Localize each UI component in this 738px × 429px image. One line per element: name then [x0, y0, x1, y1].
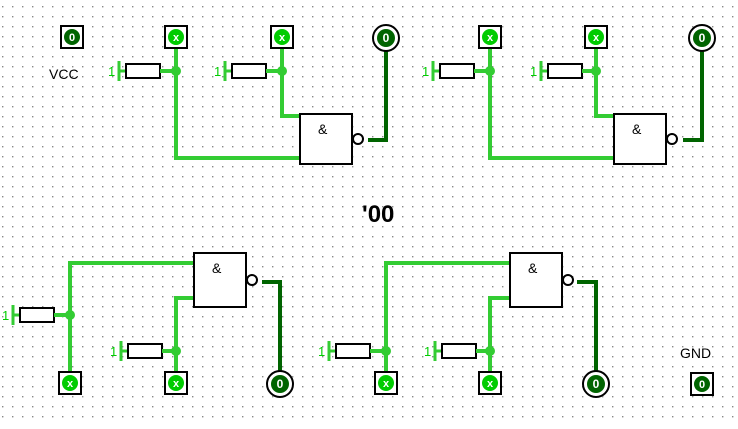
pull-resistor[interactable]: 1: [110, 341, 176, 361]
pull-value: 1: [214, 64, 221, 79]
gnd-pin-value: 0: [699, 379, 705, 391]
output-wire: [577, 280, 598, 384]
vcc-label: VCC: [49, 66, 79, 82]
pull-resistor-icon: [335, 343, 371, 359]
input-pin-icon: [168, 29, 184, 45]
input-wire: [174, 38, 300, 160]
input-pin-value: x: [279, 32, 286, 44]
input-pin[interactable]: x: [164, 371, 188, 395]
components[interactable]: 1 1 & x x 0 0 1 1 & x x 0 1 1 & x x 0 1 1 & x x 0 0: [2, 24, 716, 398]
input-pin-icon: [168, 375, 184, 391]
input-pin-value: x: [173, 32, 180, 44]
pull-value: 1: [422, 64, 429, 79]
input-pin[interactable]: x: [58, 371, 82, 395]
nand-gate[interactable]: &: [193, 252, 258, 308]
input-pin-icon: [588, 29, 604, 45]
output-pin[interactable]: 0: [372, 24, 400, 52]
output-pin-value: 0: [699, 31, 706, 45]
input-pin[interactable]: x: [478, 371, 502, 395]
input-wire: [488, 38, 614, 160]
pull-resistor[interactable]: 1: [424, 341, 490, 361]
output-wire: [683, 38, 704, 142]
input-pin[interactable]: x: [478, 25, 502, 49]
gnd-indicator-icon: [694, 376, 710, 392]
input-pin-value: x: [67, 378, 74, 390]
input-pin-value: x: [173, 378, 180, 390]
output-led-icon: [587, 375, 605, 393]
output-led-icon: [271, 375, 289, 393]
gate-symbol: &: [212, 260, 222, 276]
pull-value: 1: [530, 64, 537, 79]
pull-resistor[interactable]: 1: [108, 61, 176, 81]
input-wire: [68, 261, 196, 384]
input-wire: [384, 261, 512, 384]
inverter-bubble: [562, 274, 574, 286]
gate-symbol: &: [632, 121, 642, 137]
nand-gate[interactable]: &: [613, 113, 678, 165]
chip-title: '00: [362, 201, 394, 228]
nand-gate-icon: [299, 113, 353, 165]
input-pin[interactable]: x: [584, 25, 608, 49]
pull-value: 1: [110, 344, 117, 359]
input-pin-icon: [482, 29, 498, 45]
pull-value: 1: [108, 64, 115, 79]
output-pin[interactable]: 0: [688, 24, 716, 52]
input-pin-icon: [482, 375, 498, 391]
input-pin-value: x: [487, 378, 494, 390]
input-pin-icon: [274, 29, 290, 45]
nand-gate-icon: [509, 252, 563, 308]
vcc-pin[interactable]: 0: [60, 25, 84, 49]
input-pin-icon: [378, 375, 394, 391]
inverter-bubble: [352, 133, 364, 145]
nand-gate[interactable]: &: [509, 252, 574, 308]
pull-resistor-icon: [547, 63, 583, 79]
pull-resistor[interactable]: 1: [422, 61, 490, 81]
inverter-bubble: [666, 133, 678, 145]
pull-value: 1: [2, 308, 9, 323]
pull-resistor-icon: [19, 307, 55, 323]
pull-resistor[interactable]: 1: [318, 341, 386, 361]
nand-gate-icon: [193, 252, 247, 308]
input-pin-icon: [62, 375, 78, 391]
output-pin-value: 0: [277, 377, 284, 391]
pull-resistor-icon: [125, 63, 161, 79]
pull-resistor[interactable]: 1: [2, 305, 70, 325]
output-pin[interactable]: 0: [266, 370, 294, 398]
inverter-bubble: [246, 274, 258, 286]
output-led-icon: [693, 29, 711, 47]
pull-resistor-icon: [127, 343, 163, 359]
gate-symbol: &: [318, 121, 328, 137]
input-pin-value: x: [383, 378, 390, 390]
vcc-indicator-icon: [64, 29, 80, 45]
input-pin-value: x: [593, 32, 600, 44]
output-led-icon: [377, 29, 395, 47]
output-pin[interactable]: 0: [582, 370, 610, 398]
gate-symbol: &: [528, 260, 538, 276]
pull-resistor-icon: [441, 343, 477, 359]
output-wire: [262, 280, 282, 384]
pull-value: 1: [424, 344, 431, 359]
output-pin-value: 0: [383, 31, 390, 45]
vcc-pin-value: 0: [69, 32, 75, 44]
pull-resistor[interactable]: 1: [214, 61, 282, 81]
pull-resistor[interactable]: 1: [530, 61, 596, 81]
nand-gate-icon: [613, 113, 667, 165]
input-pin[interactable]: x: [270, 25, 294, 49]
gnd-label: GND: [680, 345, 711, 361]
input-wire: [594, 38, 614, 118]
pull-value: 1: [318, 344, 325, 359]
input-pin-value: x: [487, 32, 494, 44]
pull-resistor-icon: [231, 63, 267, 79]
gnd-pin[interactable]: 0: [690, 372, 714, 396]
output-pin-value: 0: [593, 377, 600, 391]
pull-resistor-icon: [439, 63, 475, 79]
input-pin[interactable]: x: [164, 25, 188, 49]
nand-gate[interactable]: &: [299, 113, 364, 165]
input-wire: [280, 38, 300, 118]
input-pin[interactable]: x: [374, 371, 398, 395]
